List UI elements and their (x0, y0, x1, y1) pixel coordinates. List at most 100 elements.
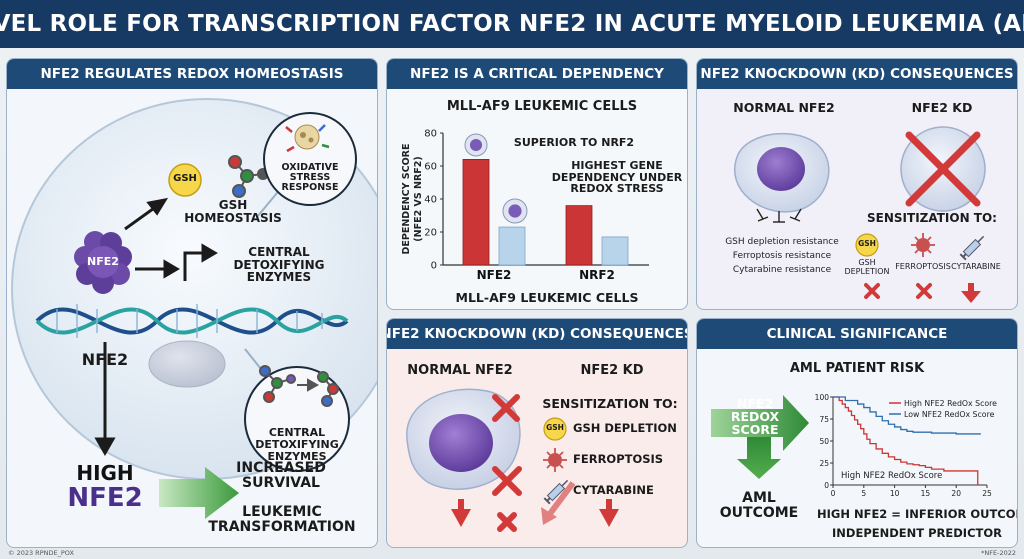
redox-illustration (11, 98, 377, 519)
footer-copyright: © 2023 RPNDE_POX (8, 549, 74, 557)
bar (498, 226, 526, 266)
inhibition-marks (756, 208, 802, 223)
x-tick-label: 5 (861, 489, 866, 498)
gsh-badge: GSH (173, 173, 197, 184)
resistance-item: GSH depletion resistance (725, 237, 839, 247)
legend-label: High NFE2 RedOx Score (904, 399, 997, 408)
x-caption: MLL-AF9 LEUKEMIC CELLS (455, 290, 639, 305)
y-tick-label: 40 (424, 195, 437, 206)
gsh-badge-circle (168, 163, 202, 197)
page-title: NOVEL ROLE FOR TRANSCRIPTION FACTOR NFE2… (0, 11, 1024, 37)
panel-redox-homeostasis: NFE2 REGULATES REDOX HOMEOSTASIS (6, 58, 378, 548)
y-tick-label: 80 (424, 129, 437, 140)
gsh-badge-circle (855, 233, 879, 257)
y-tick-label: 100 (815, 393, 830, 402)
central-detox-label-top: CENTRAL DETOXIFYING ENZYMES (233, 245, 325, 285)
enzyme-molecule-icon (259, 365, 339, 407)
bar (601, 236, 629, 266)
kd-bottom-illustration (406, 388, 619, 532)
kd-top-illustration (734, 126, 986, 303)
y-tick-label: 20 (424, 228, 437, 239)
down-arrow-icon (961, 283, 981, 303)
conclusion-predictor: INDEPENDENT PREDICTOR (832, 526, 1002, 540)
redox-score-arrow (711, 395, 809, 451)
nucleus (148, 340, 226, 388)
y-tick-label: 75 (819, 415, 829, 424)
normal-cell-nucleus (757, 147, 805, 191)
gsh-homeostasis-label: GSH HOMEOSTASIS (184, 198, 282, 225)
dna-helix (35, 304, 349, 338)
y-tick-label: 50 (819, 437, 829, 446)
sensitization-item: GSH DEPLETION (844, 258, 890, 276)
y-tick-label: 60 (424, 162, 437, 173)
inner-curve-label: High NFE2 RedOx Score (841, 471, 943, 481)
syringe-icon (959, 235, 985, 261)
nfe2-label: NFE2 (81, 350, 129, 369)
cell-icon-nucleus (469, 138, 483, 152)
redox-score-arrows (711, 395, 809, 479)
gsh-badge: GSH (858, 239, 876, 248)
sensitization-item: FERROPTOSIS (895, 262, 951, 271)
nfe2-kd-label: NFE2 KD (911, 100, 973, 115)
panel-header: CLINICAL SIGNIFICANCE (697, 319, 1017, 349)
panel-header: NFE2 KNOCKDOWN (KD) CONSEQUENCES (387, 319, 687, 349)
panel-header: NFE2 IS A CRITICAL DEPENDENCY (387, 59, 687, 89)
chart-title: MLL-AF9 LEUKEMIC CELLS (446, 99, 638, 114)
resistance-item: Ferroptosis resistance (732, 251, 832, 261)
survival-line (833, 396, 981, 435)
resistance-item: Cytarabine resistance (732, 265, 832, 275)
kd-cross-icon (905, 131, 981, 207)
y-axis-label-line: (NFE2 VS NRF2) (413, 156, 424, 241)
redox-score-label: NFE2 REDOX SCORE (730, 396, 780, 438)
survival-line (833, 396, 979, 485)
nfe2-protein-cluster (74, 231, 132, 294)
high-nfe2-label: NFE2 (67, 483, 143, 513)
y-tick-label: 25 (819, 459, 829, 468)
x-tick-label: NFE2 (477, 268, 512, 282)
survival-arrow (159, 467, 239, 519)
panel-header-text: NFE2 IS A CRITICAL DEPENDENCY (410, 66, 664, 82)
sensitization-label: SENSITIZATION TO: (542, 396, 678, 411)
panel-header-text: NFE2 REGULATES REDOX HOMEOSTASIS (40, 66, 344, 82)
x-mark-icon (864, 283, 932, 299)
y-tick-label: 0 (431, 261, 437, 272)
oxidative-burst-icon (285, 124, 330, 153)
normal-nfe2-label: NORMAL NFE2 (733, 100, 835, 115)
normal-cell-nucleus (429, 414, 493, 472)
conclusion-inferior: HIGH NFE2 = INFERIOR OUTCOME (817, 507, 1018, 521)
chart-subtitle: AML PATIENT RISK (789, 361, 925, 376)
bar (462, 159, 490, 266)
aml-outcome-label: AML OUTCOME (719, 490, 799, 521)
nfe2-protein-label: NFE2 (87, 255, 119, 268)
y-tick-label: 0 (824, 481, 829, 490)
gsh-badge-circle (543, 417, 567, 441)
panel-header-text: NFE2 KNOCKDOWN (KD) CONSEQUENCES (700, 66, 1014, 82)
down-arrow-icon (451, 499, 619, 527)
diagonal-arrow-icon (541, 481, 576, 525)
title-bar: NOVEL ROLE FOR TRANSCRIPTION FACTOR NFE2… (0, 0, 1024, 48)
y-axis-label: DEPENDENCY SCORE(NFE2 VS NRF2) (401, 144, 424, 255)
nfe2-arrows (94, 197, 218, 457)
y-axis-label-line: DEPENDENCY SCORE (401, 144, 412, 255)
high-label: HIGH (76, 461, 134, 485)
gsh-badge: GSH (546, 423, 564, 432)
sensitization-item: GSH DEPLETION (573, 421, 677, 435)
sensitization-item: CYTARABINE (573, 483, 654, 497)
oxidative-stress-lens (263, 112, 357, 206)
panel-header-text: CLINICAL SIGNIFICANCE (766, 326, 948, 342)
x-tick-label: 15 (921, 489, 931, 498)
ferroptosis-icon (911, 233, 935, 257)
central-detox-label-bottom: CENTRAL DETOXIFYING ENZYMES (255, 426, 339, 463)
leukemic-transformation-label: LEUKEMIC TRANSFORMATION (208, 504, 356, 535)
increased-survival-label: INCREASED SURVIVAL (236, 460, 326, 491)
panel-kd-consequences-bottom: NFE2 KNOCKDOWN (KD) CONSEQUENCES NORMAL … (386, 318, 688, 548)
sensitization-item: CYTARABINE (951, 262, 1001, 271)
panel-kd-consequences-top: NFE2 KNOCKDOWN (KD) CONSEQUENCES NORMAL … (696, 58, 1018, 310)
x-tick-label: 10 (890, 489, 900, 498)
superior-label: SUPERIOR TO NRF2 (513, 136, 635, 149)
normal-nfe2-label: NORMAL NFE2 (407, 363, 513, 378)
highest-dependency-label: HIGHEST GENE DEPENDENCY UNDER REDOX STRE… (551, 159, 683, 196)
